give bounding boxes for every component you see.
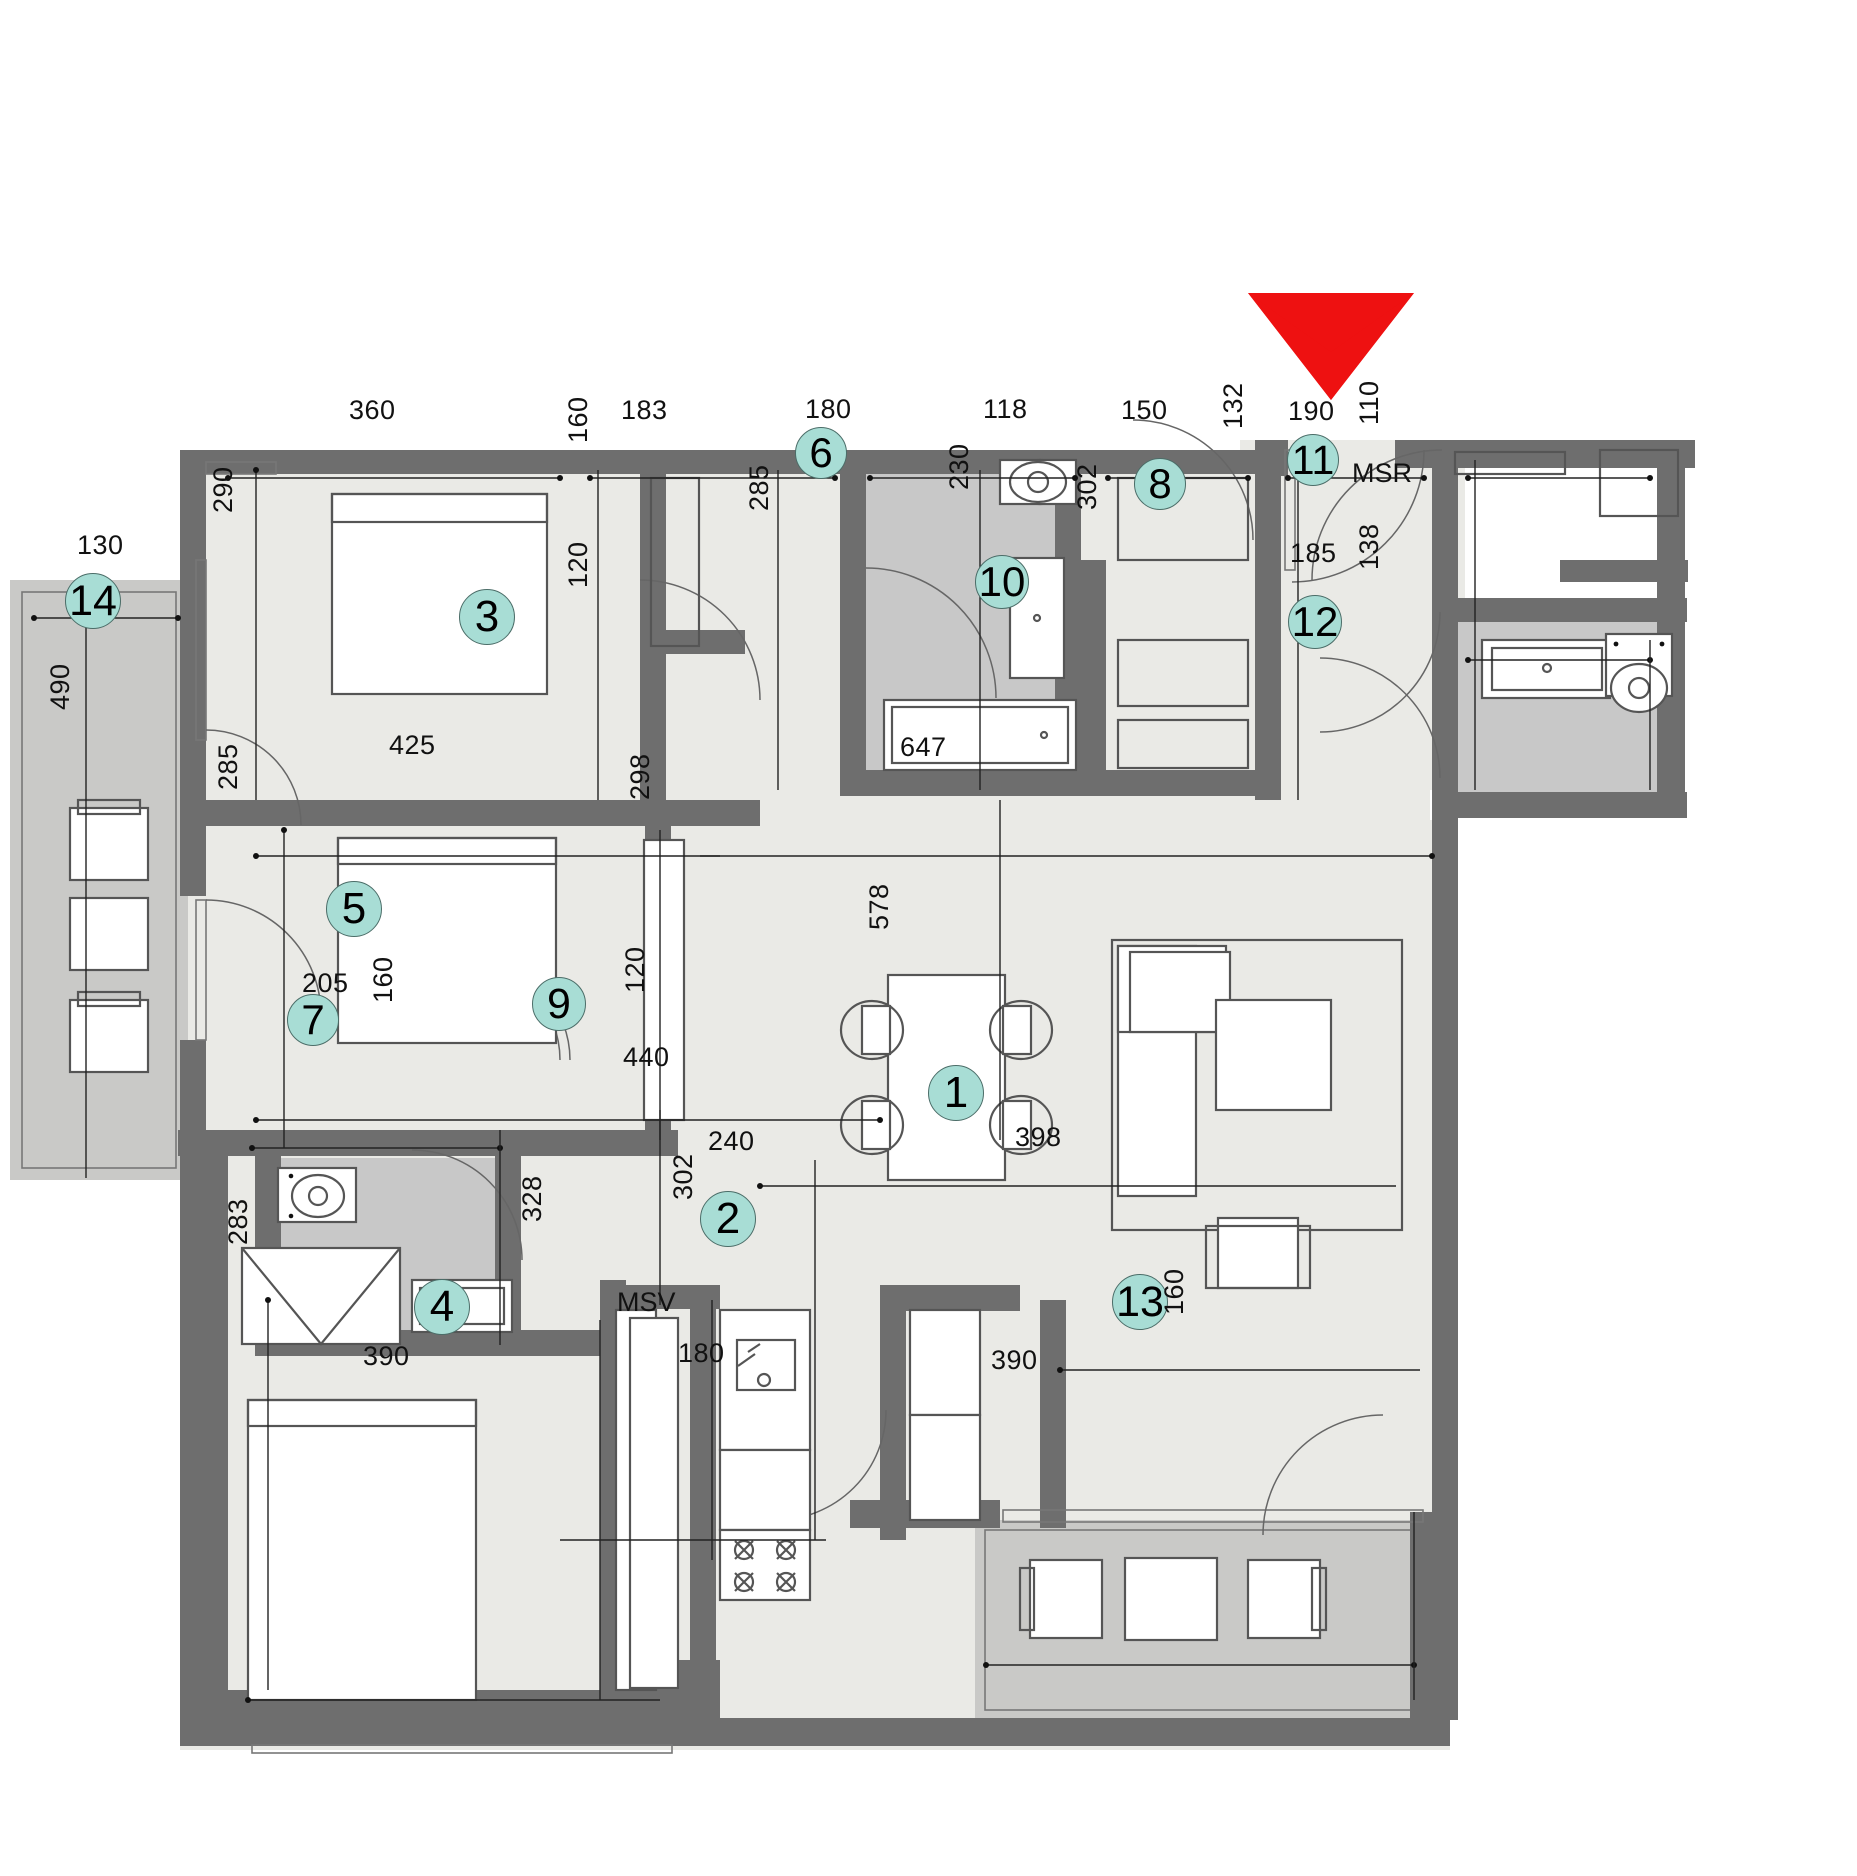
dimension-label: 190 — [1288, 396, 1335, 426]
dimension-label: 328 — [517, 1175, 547, 1222]
dimension-label: 150 — [1121, 395, 1168, 425]
room-marker-2[interactable]: 2 — [700, 1191, 756, 1247]
dimension-label: 180 — [678, 1338, 725, 1368]
dimension-label: 240 — [708, 1126, 755, 1156]
room-marker-12[interactable]: 12 — [1288, 595, 1342, 649]
dimension-label: 160 — [368, 956, 398, 1003]
dimension-label: 160 — [563, 396, 593, 443]
room-marker-5[interactable]: 5 — [326, 881, 382, 937]
dimension-label: 120 — [620, 946, 650, 993]
dimension-label: 138 — [1354, 523, 1384, 570]
dimension-label: 283 — [223, 1198, 253, 1245]
room-marker-6[interactable]: 6 — [795, 427, 847, 479]
dimension-label: 120 — [563, 541, 593, 588]
room-marker-13[interactable]: 13 — [1112, 1274, 1168, 1330]
room-marker-8[interactable]: 8 — [1134, 458, 1186, 510]
dimension-label: 578 — [864, 883, 894, 930]
dimension-label: 118 — [983, 394, 1028, 424]
dimension-label: 230 — [944, 443, 974, 490]
room-marker-10[interactable]: 10 — [975, 555, 1029, 609]
room-text-label: MSR — [1352, 458, 1412, 488]
room-marker-14[interactable]: 14 — [65, 573, 121, 629]
dimension-label: 425 — [389, 730, 436, 760]
dimension-label: 290 — [208, 466, 238, 513]
dimension-label: 285 — [213, 743, 243, 790]
dimension-label: 360 — [349, 395, 396, 425]
dimension-label: 183 — [621, 395, 668, 425]
dimension-label: 490 — [45, 663, 75, 710]
room-marker-11[interactable]: 11 — [1287, 434, 1339, 486]
dimension-label: 390 — [991, 1345, 1038, 1375]
entry-arrow-icon — [1248, 293, 1414, 400]
room-text-label: MSV — [617, 1287, 676, 1317]
room-marker-4[interactable]: 4 — [414, 1279, 470, 1335]
dimension-label: 160 — [1159, 1268, 1189, 1315]
dimension-label: 132 — [1218, 382, 1248, 429]
dimension-label: 285 — [744, 464, 774, 511]
room-marker-7[interactable]: 7 — [287, 994, 339, 1046]
dimension-label: 440 — [623, 1042, 670, 1072]
dimension-label: 110 — [1354, 380, 1384, 425]
door-swings — [205, 419, 1443, 1536]
furniture — [68, 448, 1680, 1702]
dimension-label: 398 — [1015, 1122, 1062, 1152]
dimension-label: 390 — [363, 1341, 410, 1371]
dimension-label: 130 — [77, 530, 124, 560]
dimension-label: 647 — [900, 732, 947, 762]
room-marker-3[interactable]: 3 — [459, 589, 515, 645]
dimension-label: 298 — [625, 753, 655, 800]
dimension-lines — [31, 460, 1653, 1703]
dimension-label: 185 — [1290, 538, 1337, 568]
dimension-label: 302 — [668, 1153, 698, 1200]
room-marker-9[interactable]: 9 — [532, 977, 586, 1031]
windows-and-openings — [195, 449, 1424, 1754]
room-marker-1[interactable]: 1 — [928, 1065, 984, 1121]
dimension-label: 302 — [1072, 463, 1102, 510]
dimension-label: 205 — [302, 968, 349, 998]
dimension-label: 180 — [805, 394, 852, 424]
